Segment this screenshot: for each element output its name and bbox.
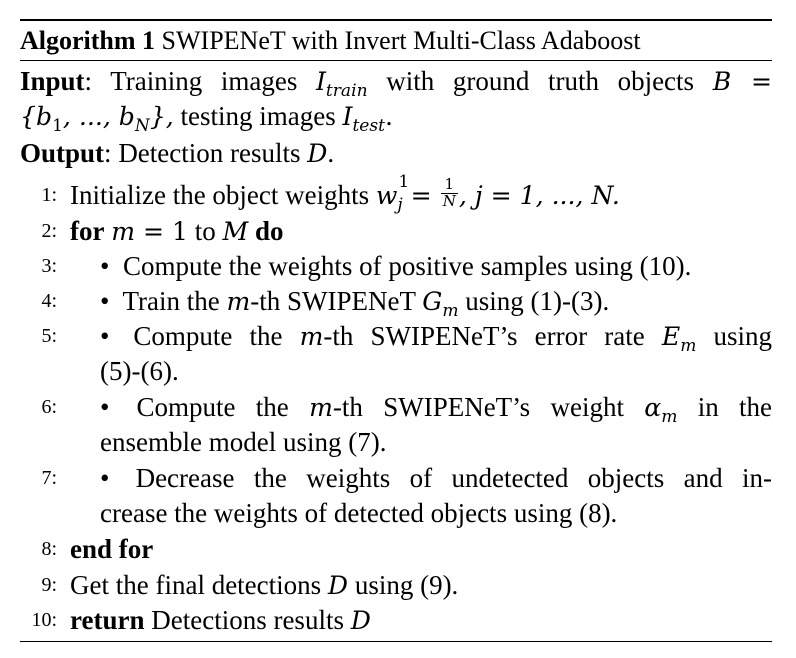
line-number-9: 9: [41, 574, 57, 596]
line-number-8: 8: [41, 538, 57, 560]
input-line-2: {b1, ..., bN}, testing images Itest. [20, 101, 393, 136]
algorithm-caption: Algorithm 1 SWIPENeT with Invert Multi-C… [20, 24, 641, 58]
top-rule [20, 19, 772, 21]
line-number-6: 6: [41, 396, 57, 418]
math-I-test: Itest. [342, 102, 393, 136]
step-5-line-2: (5)-(6). [100, 356, 179, 386]
step-7-line-1: • Decrease the weights of undetected obj… [100, 463, 773, 493]
line-number-5: 5: [41, 325, 57, 347]
line-number-3: 3: [41, 255, 57, 277]
math-B: B = [712, 67, 773, 96]
line-number-7: 7: [41, 467, 57, 489]
algorithm-label: Algorithm 1 [20, 26, 156, 55]
step-8: end for [70, 534, 154, 564]
output-label: Output [20, 138, 105, 168]
step-5-line-1: • Compute the m-th SWIPENeT’s error rate… [100, 321, 773, 356]
math-I-train: Itrain [316, 67, 368, 101]
step-9: Get the final detections D using (9). [70, 570, 459, 600]
step-6-line-2: ensemble model using (7). [100, 427, 387, 457]
step-7-line-2: crease the weights of detected objects u… [100, 498, 618, 528]
bottom-rule [20, 641, 772, 642]
algorithm-title: SWIPENeT with Invert Multi-Class Adaboos… [161, 26, 641, 55]
line-number-4: 4: [41, 290, 57, 312]
step-10: return Detections results D [70, 605, 371, 635]
step-2: for m = 1 to M do [70, 216, 284, 246]
line-number-2: 2: [41, 220, 57, 242]
line-number-1: 1: [41, 184, 57, 206]
input-label: Input [20, 66, 85, 96]
step-4: • Train the m-th SWIPENeT Gm using (1)-(… [100, 286, 610, 321]
math-set-b: {b1, ..., bN}, [20, 102, 174, 136]
caption-rule [20, 60, 772, 61]
step-6-line-1: • Compute the m-th SWIPENeT’s weight αm … [100, 392, 773, 427]
step-3: • Compute the weights of positive sample… [100, 251, 692, 281]
output-line: Output: Detection results D. [20, 138, 335, 168]
input-line-1: Input: Training images Itrain with groun… [20, 66, 773, 101]
line-number-10: 10: [31, 609, 57, 631]
